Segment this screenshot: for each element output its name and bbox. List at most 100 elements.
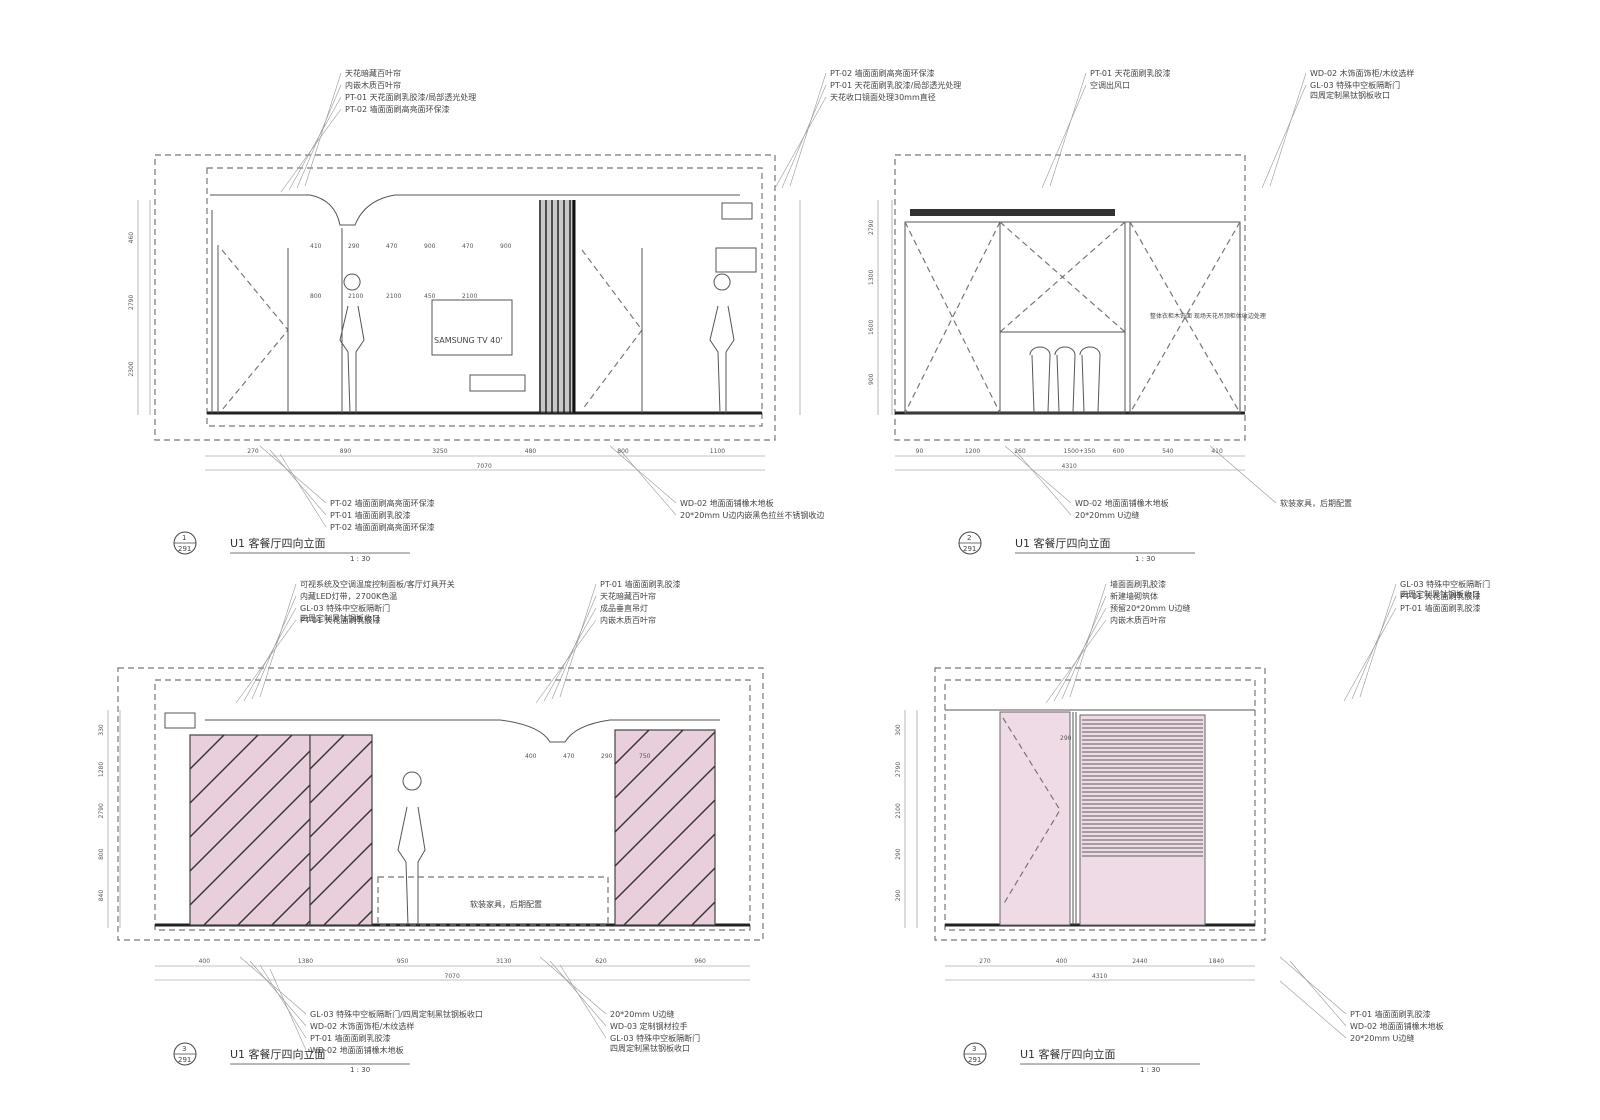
leader-line	[1053, 607, 1107, 702]
leader-line	[1045, 619, 1107, 704]
dimension-label: 480	[525, 448, 537, 455]
leader-line	[619, 449, 677, 516]
dimension-label: 890	[340, 448, 352, 455]
dimension-label: 840	[98, 890, 105, 902]
material-note: 20*20mm U边缝	[1075, 510, 1139, 520]
dimension-label: 460	[128, 232, 135, 244]
material-note: PT-01 墙面面刷乳胶漆	[1400, 603, 1481, 613]
dimension-label: 750	[639, 753, 651, 760]
material-note: 预留20*20mm U边缝	[1110, 603, 1190, 613]
ceiling-light-slot	[910, 209, 1115, 216]
curtain-stripes	[539, 200, 576, 413]
tv-screen	[431, 299, 513, 356]
material-note: PT-02 墙面面刷高亮面环保漆	[345, 104, 450, 114]
dimension-total: 4310	[1062, 463, 1077, 470]
material-note: 天花暗藏百叶帘	[345, 68, 401, 78]
sliding-partition	[1129, 221, 1241, 414]
material-note: GL-03 特殊中空板隔断门四周定制黑钛钢板收口	[610, 1033, 700, 1053]
material-note: 天花暗藏百叶帘	[600, 591, 656, 601]
leader-line	[1289, 960, 1347, 1027]
open-shelf	[999, 331, 1126, 414]
dimension-label: 270	[979, 958, 991, 965]
view-scale: 1 : 30	[1135, 555, 1155, 563]
dimension-label: 290	[601, 753, 613, 760]
material-note: GL-03 特殊中空板隔断门四周定制黑钛钢板收口	[1400, 579, 1490, 599]
dimension-total: 4310	[1092, 973, 1107, 980]
material-note: 20*20mm U边内嵌黑色拉丝不锈钢收边	[680, 510, 824, 520]
room-outline	[944, 679, 1256, 931]
material-note: 可视系统及空调温度控制面板/客厅灯具开关	[300, 579, 455, 589]
ceiling-outline	[934, 667, 1266, 941]
leader-line	[1014, 449, 1072, 516]
dimension-label: 3250	[432, 448, 447, 455]
dimension-label: 1840	[1209, 958, 1224, 965]
material-note: PT-01 天花面刷乳胶漆	[1400, 591, 1481, 601]
dimension-label: 2100	[895, 803, 902, 818]
view-title: U1 客餐厅四向立面	[1015, 536, 1111, 550]
view-number: 3	[972, 1045, 976, 1053]
material-note: 20*20mm U边缝	[610, 1009, 674, 1019]
dimension-label: 1600	[868, 320, 875, 335]
leader-line	[1279, 956, 1347, 1015]
view-scale: 1 : 30	[350, 1066, 370, 1074]
dimension-label: 620	[595, 958, 607, 965]
leader-line	[1049, 72, 1087, 187]
sheet-number: 291	[963, 545, 976, 553]
dimension-label: 3130	[496, 958, 511, 965]
material-note: PT-01 墙面面刷乳胶漆	[1350, 1009, 1431, 1019]
dimension-label: 1380	[298, 958, 313, 965]
glass-partition-panel	[614, 729, 716, 926]
door-swing-left	[221, 249, 289, 411]
leader-line	[1279, 980, 1347, 1039]
elevation-view-2: 整体衣柜木饰面 现场天花吊顶柜体收边处理	[877, 154, 1266, 471]
dimension-label: 2790	[868, 220, 875, 235]
person-silhouette	[709, 273, 735, 414]
view-title: U1 客餐厅四向立面	[1020, 1047, 1116, 1061]
dimension-label: 900	[868, 373, 875, 385]
dimension-label: 470	[386, 243, 398, 250]
leader-line	[259, 964, 307, 1039]
dimension-label: 290	[895, 848, 902, 860]
material-note: PT-01 天花面刷乳胶漆/局部透光处理	[830, 80, 961, 90]
material-note: PT-01 墙面面刷乳胶漆	[330, 510, 411, 520]
dimension-label: 2790	[128, 295, 135, 310]
leader-line	[279, 453, 327, 528]
sheet-number: 291	[178, 545, 191, 553]
dimension-label: 2100	[462, 293, 477, 300]
leader-line	[535, 619, 597, 704]
leader-line	[773, 96, 827, 191]
material-note: 内嵌木质百叶帘	[345, 80, 401, 90]
furniture-label: 软装家具，后期配置	[470, 899, 542, 909]
material-note: 内嵌木质百叶帘	[1110, 615, 1166, 625]
elevation-view-3: 软装家具，后期配置	[107, 667, 764, 981]
dimension-label: 800	[310, 293, 322, 300]
dimension-label: 1100	[710, 448, 725, 455]
dimension-label: 1500+350	[1064, 448, 1096, 455]
material-note: WD-03 定制钢材拉手	[610, 1021, 688, 1031]
ceiling-outline	[894, 154, 1246, 441]
glass-partition-panel	[309, 734, 373, 926]
dimension-label: 600	[1113, 448, 1125, 455]
room-outline	[206, 167, 763, 427]
dimension-label: 950	[397, 958, 409, 965]
dimension-label: 300	[895, 724, 902, 736]
dimension-label: 260	[1014, 448, 1026, 455]
material-note: PT-01 墙面面刷乳胶漆	[600, 579, 681, 589]
dimension-label: 1300	[868, 270, 875, 285]
elevation-view-4	[904, 667, 1266, 981]
leader-line	[543, 607, 597, 702]
dimension-label: 410	[310, 243, 322, 250]
ceiling-cove	[205, 719, 720, 743]
dimension-total: 7070	[445, 973, 460, 980]
ceiling-cove	[210, 194, 545, 226]
person-silhouette	[339, 273, 365, 414]
person-silhouette	[397, 771, 426, 926]
material-note: 20*20mm U边缝	[1350, 1033, 1414, 1043]
tv-label: SAMSUNG TV 40'	[434, 336, 503, 345]
material-note: 新建墙砌筑体	[1110, 591, 1158, 601]
view-number: 2	[967, 534, 971, 542]
ceiling-outline	[117, 667, 764, 941]
